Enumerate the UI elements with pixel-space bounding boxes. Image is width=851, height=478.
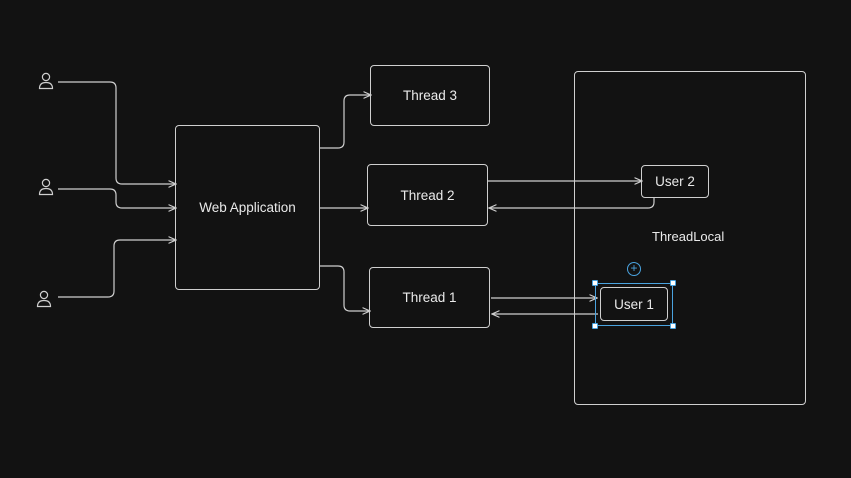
web-application-node[interactable]: Web Application [175, 125, 320, 290]
connector-user-bottom-to-webapp [58, 240, 176, 298]
plus-circle-icon[interactable]: + [627, 262, 641, 276]
thread-2-label: Thread 2 [400, 187, 455, 203]
resize-handle-top-left[interactable] [592, 280, 598, 286]
user-2-label: User 2 [655, 174, 695, 189]
thread-1-label: Thread 1 [402, 290, 457, 305]
user-icon [38, 72, 54, 90]
selection-outline [595, 283, 673, 326]
thread-2-node[interactable]: Thread 2 [367, 164, 488, 226]
connector-user-top-to-webapp [58, 81, 176, 184]
user-2-node[interactable]: User 2 [641, 165, 709, 198]
thread-3-label: Thread 3 [402, 88, 458, 103]
threadlocal-label: ThreadLocal [652, 229, 725, 244]
connector-webapp-to-thread1 [320, 265, 370, 311]
resize-handle-bottom-right[interactable] [670, 323, 676, 329]
user-icon [38, 178, 54, 196]
user-1-node[interactable]: User 1 [600, 287, 668, 321]
connector-user-mid-to-webapp [58, 188, 176, 208]
threadlocal-container[interactable] [574, 71, 806, 405]
web-application-label: Web Application [199, 200, 296, 215]
connector-webapp-to-thread3 [320, 95, 371, 149]
resize-handle-bottom-left[interactable] [592, 323, 598, 329]
thread-3-node[interactable]: Thread 3 [370, 65, 490, 126]
thread-1-node[interactable]: Thread 1 [369, 267, 490, 328]
connector-user2-to-thread2 [489, 198, 655, 208]
user-1-label: User 1 [614, 296, 654, 312]
user-icon [36, 290, 52, 308]
resize-handle-top-right[interactable] [670, 280, 676, 286]
